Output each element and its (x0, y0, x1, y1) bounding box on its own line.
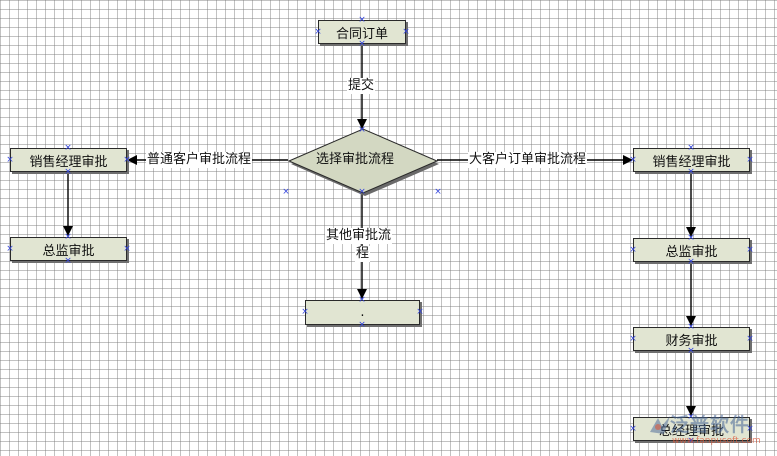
resize-handle-icon[interactable]: × (746, 155, 754, 165)
resize-handle-icon[interactable]: × (629, 245, 637, 255)
resize-handle-icon[interactable]: × (746, 245, 754, 255)
resize-handle-icon[interactable]: × (358, 320, 366, 330)
resize-handle-icon[interactable]: × (687, 412, 695, 422)
resize-handle-icon[interactable]: × (123, 244, 131, 254)
resize-handle-icon[interactable]: × (358, 39, 366, 49)
resize-handle-icon[interactable]: × (6, 155, 14, 165)
resize-handle-icon[interactable]: × (629, 155, 637, 165)
edge-label-other-flow-line2: 程 (355, 246, 371, 262)
watermark: 泛普软件 www.fanpusoft.com (648, 410, 773, 454)
resize-handle-icon[interactable]: × (746, 424, 754, 434)
resize-handle-icon[interactable]: × (687, 322, 695, 332)
resize-handle-icon[interactable]: × (629, 424, 637, 434)
node-left-sales-manager[interactable]: 销售经理审批 (10, 148, 127, 172)
resize-handle-icon[interactable]: × (687, 436, 695, 446)
resize-handle-icon[interactable]: × (358, 187, 366, 197)
resize-handle-icon[interactable]: × (123, 155, 131, 165)
resize-handle-icon[interactable]: × (64, 167, 72, 177)
decision-diamond-shape[interactable] (287, 128, 439, 194)
resize-handle-icon[interactable]: × (358, 15, 366, 25)
watermark-url: www.fanpusoft.com (672, 436, 761, 446)
resize-handle-icon[interactable]: × (687, 346, 695, 356)
resize-handle-icon[interactable]: × (402, 27, 410, 37)
resize-handle-icon[interactable]: × (687, 167, 695, 177)
resize-handle-icon[interactable]: × (314, 27, 322, 37)
resize-handle-icon[interactable]: × (416, 307, 424, 317)
resize-handle-icon[interactable]: × (746, 334, 754, 344)
resize-handle-icon[interactable]: × (358, 295, 366, 305)
node-right-sales-manager[interactable]: 销售经理审批 (633, 148, 750, 172)
resize-handle-icon[interactable]: × (687, 143, 695, 153)
edge-label-big-customer: 大客户订单审批流程 (468, 152, 588, 168)
resize-handle-icon[interactable]: × (301, 307, 309, 317)
resize-handle-icon[interactable]: × (687, 233, 695, 243)
resize-handle-icon[interactable]: × (687, 257, 695, 267)
resize-handle-icon[interactable]: × (358, 125, 366, 135)
edge-label-normal-customer: 普通客户审批流程 (146, 152, 253, 168)
resize-handle-icon[interactable]: × (282, 187, 290, 197)
resize-handle-icon[interactable]: × (6, 244, 14, 254)
node-right-director[interactable]: 总监审批 (633, 238, 750, 262)
resize-handle-icon[interactable]: × (434, 187, 442, 197)
edge-label-submit: 提交 (347, 78, 376, 94)
edge-label-other-flow-line1: 其他审批流 (325, 228, 393, 244)
watermark-text: 泛普软件 (670, 414, 751, 436)
resize-handle-icon[interactable]: × (64, 232, 72, 242)
node-right-finance[interactable]: 财务审批 (633, 327, 750, 351)
node-left-director[interactable]: 总监审批 (10, 237, 127, 261)
node-contract-order[interactable]: 合同订单 (318, 20, 406, 44)
fanpu-logo-icon (650, 416, 670, 434)
decision-label: 选择审批流程 (316, 152, 395, 167)
node-middle-box[interactable]: . (305, 300, 420, 325)
resize-handle-icon[interactable]: × (629, 334, 637, 344)
resize-handle-icon[interactable]: × (64, 256, 72, 266)
resize-handle-icon[interactable]: × (64, 143, 72, 153)
